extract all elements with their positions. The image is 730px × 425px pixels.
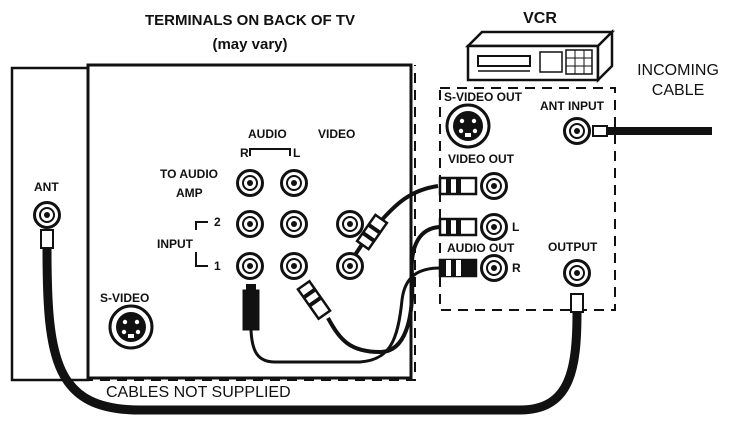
- tv-terminal-panel: [86, 63, 413, 380]
- diagram-subtitle: (may vary): [212, 36, 288, 53]
- tv-input-label: INPUT: [157, 237, 193, 251]
- vcr-output-label: OUTPUT: [548, 240, 598, 254]
- tv-s-video-label: S-VIDEO: [100, 291, 150, 305]
- tv-input2-audio-r-jack[interactable]: [236, 210, 264, 238]
- tv-to-audio-amp-label-line2: AMP: [176, 186, 203, 200]
- audio-l-cable: [296, 217, 478, 355]
- vcr-video-out-label: VIDEO OUT: [448, 152, 515, 166]
- vcr-s-video-out-jack[interactable]: [445, 103, 491, 149]
- tv-s-video-jack[interactable]: [108, 304, 154, 350]
- vcr-device-icon: [464, 28, 616, 84]
- coax-cable: [40, 229, 584, 415]
- tv-audio-label: AUDIO: [248, 127, 287, 141]
- tv-ant-jack[interactable]: [33, 201, 61, 229]
- tv-input-1-label: 1: [214, 259, 221, 273]
- tv-ant-label: ANT: [34, 180, 59, 194]
- vcr-panel-dashed: [439, 87, 616, 311]
- vcr-audio-l-label: L: [512, 220, 520, 234]
- vcr-output-jack[interactable]: [563, 259, 591, 287]
- video-cable: [353, 176, 478, 257]
- vcr-s-video-out-label: S-VIDEO OUT: [444, 90, 523, 104]
- tv-input-2-label: 2: [214, 215, 221, 229]
- input-bracket: [195, 221, 208, 267]
- vcr-audio-out-l-jack[interactable]: [480, 213, 508, 241]
- vcr-video-out-jack[interactable]: [480, 172, 508, 200]
- tv-input1-audio-l-jack[interactable]: [280, 252, 308, 280]
- tv-to-audio-amp-r-jack[interactable]: [236, 169, 264, 197]
- tv-input2-video-jack[interactable]: [336, 210, 364, 238]
- tv-input1-audio-r-jack[interactable]: [236, 252, 264, 280]
- vcr-ant-input-jack[interactable]: [563, 117, 591, 145]
- vcr-ant-input-label: ANT INPUT: [540, 99, 604, 113]
- tv-input2-audio-l-jack[interactable]: [280, 210, 308, 238]
- tv-to-audio-amp-label-line1: TO AUDIO: [160, 167, 219, 181]
- tv-to-audio-amp-l-jack[interactable]: [280, 169, 308, 197]
- tv-input1-video-jack[interactable]: [336, 252, 364, 280]
- vcr-label: VCR: [523, 10, 557, 27]
- diagram-title: TERMINALS ON BACK OF TV: [145, 12, 355, 29]
- audio-r-cable: [242, 258, 478, 364]
- vcr-audio-out-r-jack[interactable]: [480, 254, 508, 282]
- vcr-audio-r-label: R: [512, 261, 521, 275]
- incoming-cable-label-line1: INCOMING: [637, 62, 719, 79]
- audio-rl-bracket: [249, 148, 291, 156]
- incoming-cable-label-line2: CABLE: [651, 82, 705, 99]
- cables-not-supplied-note: CABLES NOT SUPPLIED: [106, 384, 291, 401]
- tv-audio-r-label: R: [240, 146, 249, 160]
- incoming-cable: [592, 125, 712, 137]
- tv-audio-l-label: L: [293, 146, 301, 160]
- vcr-audio-out-label: AUDIO OUT: [447, 241, 515, 255]
- tv-video-label: VIDEO: [318, 127, 356, 141]
